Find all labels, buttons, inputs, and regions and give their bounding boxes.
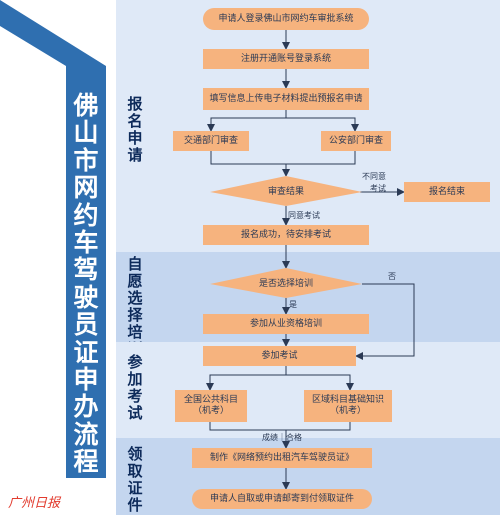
newspaper-logo: 广州日报 <box>8 496 61 511</box>
decision-training <box>210 268 362 298</box>
node-registration-ended: 报名结束 <box>404 182 490 202</box>
section-label-exam: 参加考试 <box>127 353 143 422</box>
label-yes: 是 <box>289 300 297 309</box>
title-wedge <box>0 0 106 66</box>
decision-review-result <box>210 176 362 206</box>
arrow-split-n12 <box>206 374 286 391</box>
section-label-certificate: 领取证件 <box>127 445 143 514</box>
node-regional-subject: 区域科目基础知识（机考） <box>304 390 392 422</box>
arrow-split-n4 <box>207 117 286 132</box>
arrow-n12-merge <box>209 422 286 431</box>
title-area: 佛山市网约车驾驶员证申办流程 <box>0 0 112 515</box>
arrow-split-n5 <box>286 117 359 132</box>
node-national-subject: 全国公共科目（机考） <box>175 390 247 422</box>
node-review-result: 审查结果 <box>267 186 304 197</box>
label-no: 否 <box>388 272 396 281</box>
section-apply: 报名申请 <box>116 0 500 252</box>
node-attend-training: 参加从业资格培训 <box>203 314 369 334</box>
label-exam: 考试 <box>370 184 386 193</box>
section-label-apply: 报名申请 <box>127 95 143 164</box>
label-pass: 成绩｜合格 <box>262 433 302 442</box>
label-agree-exam: 同意考试 <box>288 211 320 220</box>
arrow-n9-no <box>355 283 415 360</box>
node-make-certificate: 制作《网络预约出租汽车驾驶员证》 <box>192 448 372 468</box>
arrow-split-n13 <box>286 374 354 391</box>
page-title: 佛山市网约车驾驶员证申办流程 <box>73 91 99 477</box>
arrow-n5-merge <box>286 151 356 165</box>
label-disagree: 不同意 <box>362 172 386 181</box>
node-collect-certificate: 申请人自取或申请邮寄到付领取证件 <box>192 489 372 509</box>
node-submit-application: 填写信息上传电子材料提出预报名申请 <box>203 88 369 110</box>
arrow-n4-merge <box>210 151 286 165</box>
node-traffic-review: 交通部门审查 <box>173 131 249 151</box>
node-login-system: 申请人登录佛山市网约车审批系统 <box>203 8 369 30</box>
node-police-review: 公安部门审查 <box>321 131 391 151</box>
arrow-n13-merge <box>286 422 351 431</box>
node-take-exam: 参加考试 <box>203 346 356 366</box>
node-choose-training: 是否选择培训 <box>258 278 313 289</box>
node-registration-success: 报名成功，待安排考试 <box>203 225 369 245</box>
node-register-account: 注册开通账号登录系统 <box>203 49 369 69</box>
title-bar <box>66 66 106 478</box>
